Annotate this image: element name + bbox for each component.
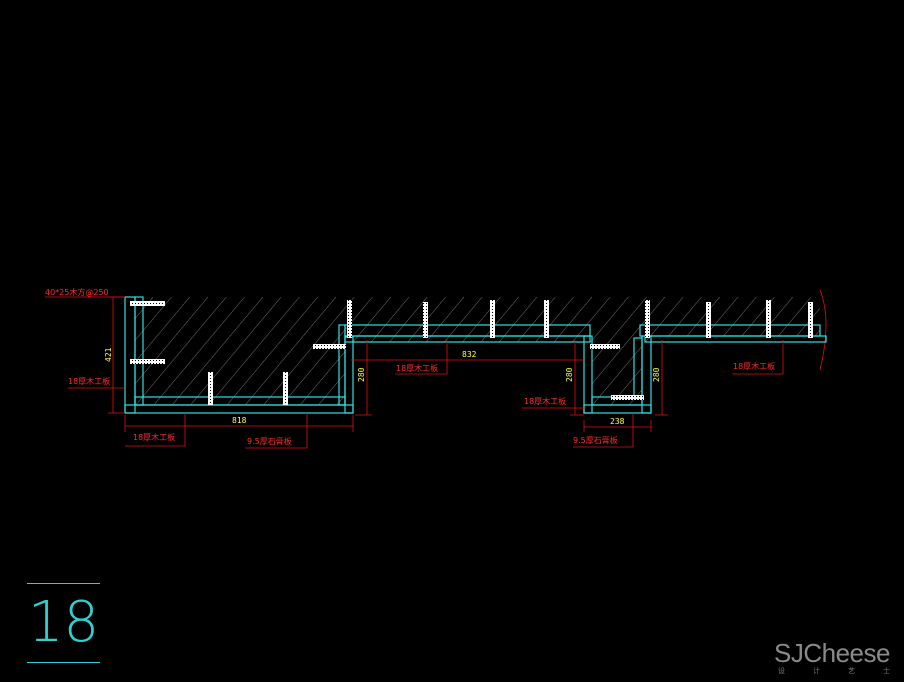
label-plywood-drop: 18厚木工板 [524, 396, 566, 406]
leader-lines [45, 296, 784, 449]
label-plywood-left: 18厚木工板 [68, 376, 110, 386]
label-batten: 40*25木方@250 [45, 287, 109, 297]
watermark-char: 计 [813, 668, 820, 675]
dim-left-width: 818 [232, 416, 247, 425]
watermark-char: 士 [883, 668, 890, 675]
concrete-slab-hatch [135, 289, 827, 405]
label-plywood-mid: 18厚木工板 [396, 363, 438, 373]
anchor-bolts [130, 300, 813, 405]
dim-h2: 280 [565, 367, 574, 382]
label-plywood-right: 18厚木工板 [733, 361, 775, 371]
dim-h3: 280 [652, 367, 661, 382]
dim-left-height: 421 [104, 347, 113, 362]
label-plywood-bottom: 18厚木工板 [133, 432, 175, 442]
label-gypsum-left: 9.5厚石膏板 [247, 436, 292, 446]
dim-h1: 280 [357, 367, 366, 382]
label-gypsum-drop: 9.5厚石膏板 [573, 435, 618, 445]
watermark-brand: SJCheese [774, 638, 890, 668]
page-number: 18 [27, 583, 100, 663]
watermark-subtitle: 设 计 艺 士 [778, 666, 890, 676]
dim-drop-width: 238 [610, 417, 625, 426]
ceiling-structure [124, 296, 827, 414]
dim-mid-width: 832 [462, 350, 477, 359]
dimension-lines [108, 296, 668, 432]
watermark-char: 设 [778, 668, 785, 675]
watermark-char: 艺 [848, 668, 855, 675]
